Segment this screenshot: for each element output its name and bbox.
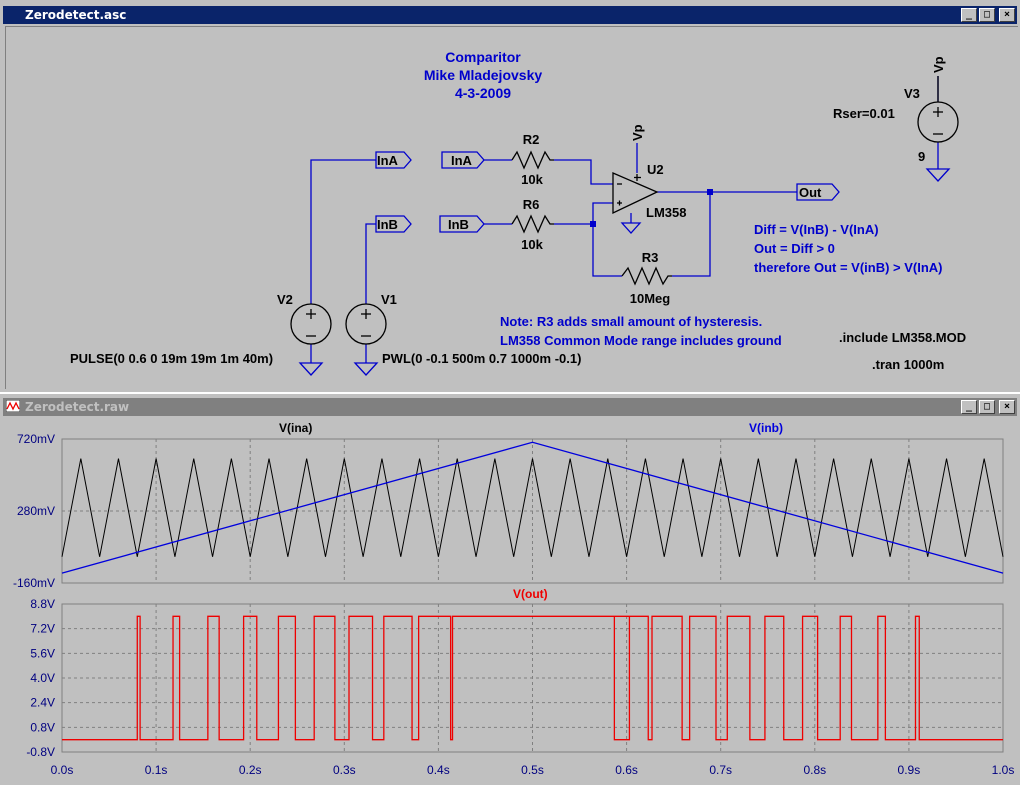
flag-ina-right: InA [451,153,473,168]
y-tick-label: 8.8V [30,597,55,611]
schematic-drawing: Comparitor Mike Mladejovsky 4-3-2009 [70,49,966,376]
source-v3 [917,76,959,143]
legend-v-out[interactable]: V(out) [513,587,548,601]
plot-pane-top: 720mV 280mV -160mV V(ina) V(inb) [13,421,1004,590]
y-tick-label: 280mV [17,504,55,518]
schematic-window-controls: _ □ × [961,8,1015,22]
trace-v-inb [61,441,1004,574]
v1-spec: PWL(0 -0.1 500m 0.7 1000m -0.1) [382,351,581,366]
trace-v-out [62,615,1003,741]
r6-label: R6 [523,197,540,212]
schematic-canvas[interactable]: Comparitor Mike Mladejovsky 4-3-2009 [5,26,1018,389]
x-tick-label: 0.1s [145,763,168,777]
flag-inb-left: InB [377,217,398,232]
close-button[interactable]: × [999,400,1015,414]
diff-comment-3: therefore Out = V(inB) > V(InA) [754,260,943,275]
junction-inplus [590,221,596,227]
waveform-app-icon [6,400,20,412]
waveform-title: Zerodetect.raw [25,400,130,414]
note-comment-2: LM358 Common Mode range includes ground [500,333,782,348]
restore-button[interactable]: □ [979,400,995,414]
x-tick-label: 0.7s [709,763,732,777]
x-tick-label: 0.4s [427,763,450,777]
trace-v-ina [61,458,1004,557]
v2-spec: PULSE(0 0.6 0 19m 19m 1m 40m) [70,351,273,366]
schematic-title: Zerodetect.asc [25,8,127,22]
y-tick-label: -0.8V [26,745,55,759]
x-tick-label: 0.2s [239,763,262,777]
y-tick-label: 2.4V [30,696,55,710]
v3-rser: Rser=0.01 [833,106,895,121]
v2-label: V2 [277,292,293,307]
close-button[interactable]: × [999,8,1015,22]
x-tick-label: 1.0s [992,763,1015,777]
vp-v3-label: Vp [931,56,946,73]
y-tick-label: 0.8V [30,720,55,734]
diff-comment-1: Diff = V(InB) - V(InA) [754,222,879,237]
r3-label: R3 [642,250,659,265]
y-tick-label: 4.0V [30,671,55,685]
include-directive: .include LM358.MOD [839,330,966,345]
u2-label: U2 [647,162,664,177]
source-v2 [290,303,332,345]
source-v1 [345,303,387,345]
v3-label: V3 [904,86,920,101]
plot-pane-bottom: 8.8V 7.2V 5.6V 4.0V 2.4V 0.8V -0.8V 0.0s 0.1s 0.… [26,587,1014,777]
diff-comment-2: Out = Diff > 0 [754,241,835,256]
y-tick-label: 720mV [17,432,55,446]
resistor-r6 [511,214,554,234]
r2-label: R2 [523,132,540,147]
flag-ina-left: InA [377,153,399,168]
y-tick-label: -160mV [13,576,55,590]
resistor-r2 [511,150,554,170]
flag-inb-right: InB [448,217,469,232]
v1-label: V1 [381,292,397,307]
junction-out [707,189,713,195]
header-title: Comparitor [445,49,521,65]
schematic-titlebar[interactable]: Zerodetect.asc _ □ × [3,6,1017,24]
opamp-u2 [612,172,659,215]
legend-v-ina[interactable]: V(ina) [279,421,312,435]
y-tick-label: 5.6V [30,646,55,660]
x-tick-label: 0.9s [898,763,921,777]
voltage-sources [290,76,959,345]
waveform-plot-area: 720mV 280mV -160mV V(ina) V(inb) 8.8V 7.2V 5… [13,421,1014,777]
r6-value: 10k [521,237,543,252]
header-author: Mike Mladejovsky [424,67,542,83]
vp-opamp-label: Vp [630,124,645,141]
flag-out: Out [799,185,822,200]
waveform-canvas[interactable]: 720mV 280mV -160mV V(ina) V(inb) 8.8V 7.2V 5… [5,418,1017,780]
legend-v-inb[interactable]: V(inb) [749,421,783,435]
v3-value: 9 [918,149,925,164]
restore-button[interactable]: □ [979,8,995,22]
x-tick-label: 0.5s [521,763,544,777]
minimize-button[interactable]: _ [961,400,977,414]
waveform-window: Zerodetect.raw _ □ × 720mV 280mV -160mV V(… [0,392,1020,781]
minimize-button[interactable]: _ [961,8,977,22]
resistor-r3 [621,266,672,286]
x-tick-label: 0.3s [333,763,356,777]
header-date: 4-3-2009 [455,85,511,101]
x-tick-label: 0.8s [803,763,826,777]
r3-value: 10Meg [630,291,671,306]
schematic-window: Zerodetect.asc _ □ × Comparitor Mike Mla… [0,0,1020,391]
resistors [511,150,672,286]
x-tick-label: 0.6s [615,763,638,777]
ground-symbols [298,168,951,376]
u2-value: LM358 [646,205,686,220]
waveform-titlebar[interactable]: Zerodetect.raw _ □ × [3,398,1017,416]
net-flags [375,151,840,233]
waveform-window-controls: _ □ × [961,400,1015,414]
y-tick-label: 7.2V [30,622,55,636]
r2-value: 10k [521,172,543,187]
x-tick-label: 0.0s [51,763,74,777]
note-comment-1: Note: R3 adds small amount of hysteresis… [500,314,762,329]
tran-directive: .tran 1000m [872,357,944,372]
